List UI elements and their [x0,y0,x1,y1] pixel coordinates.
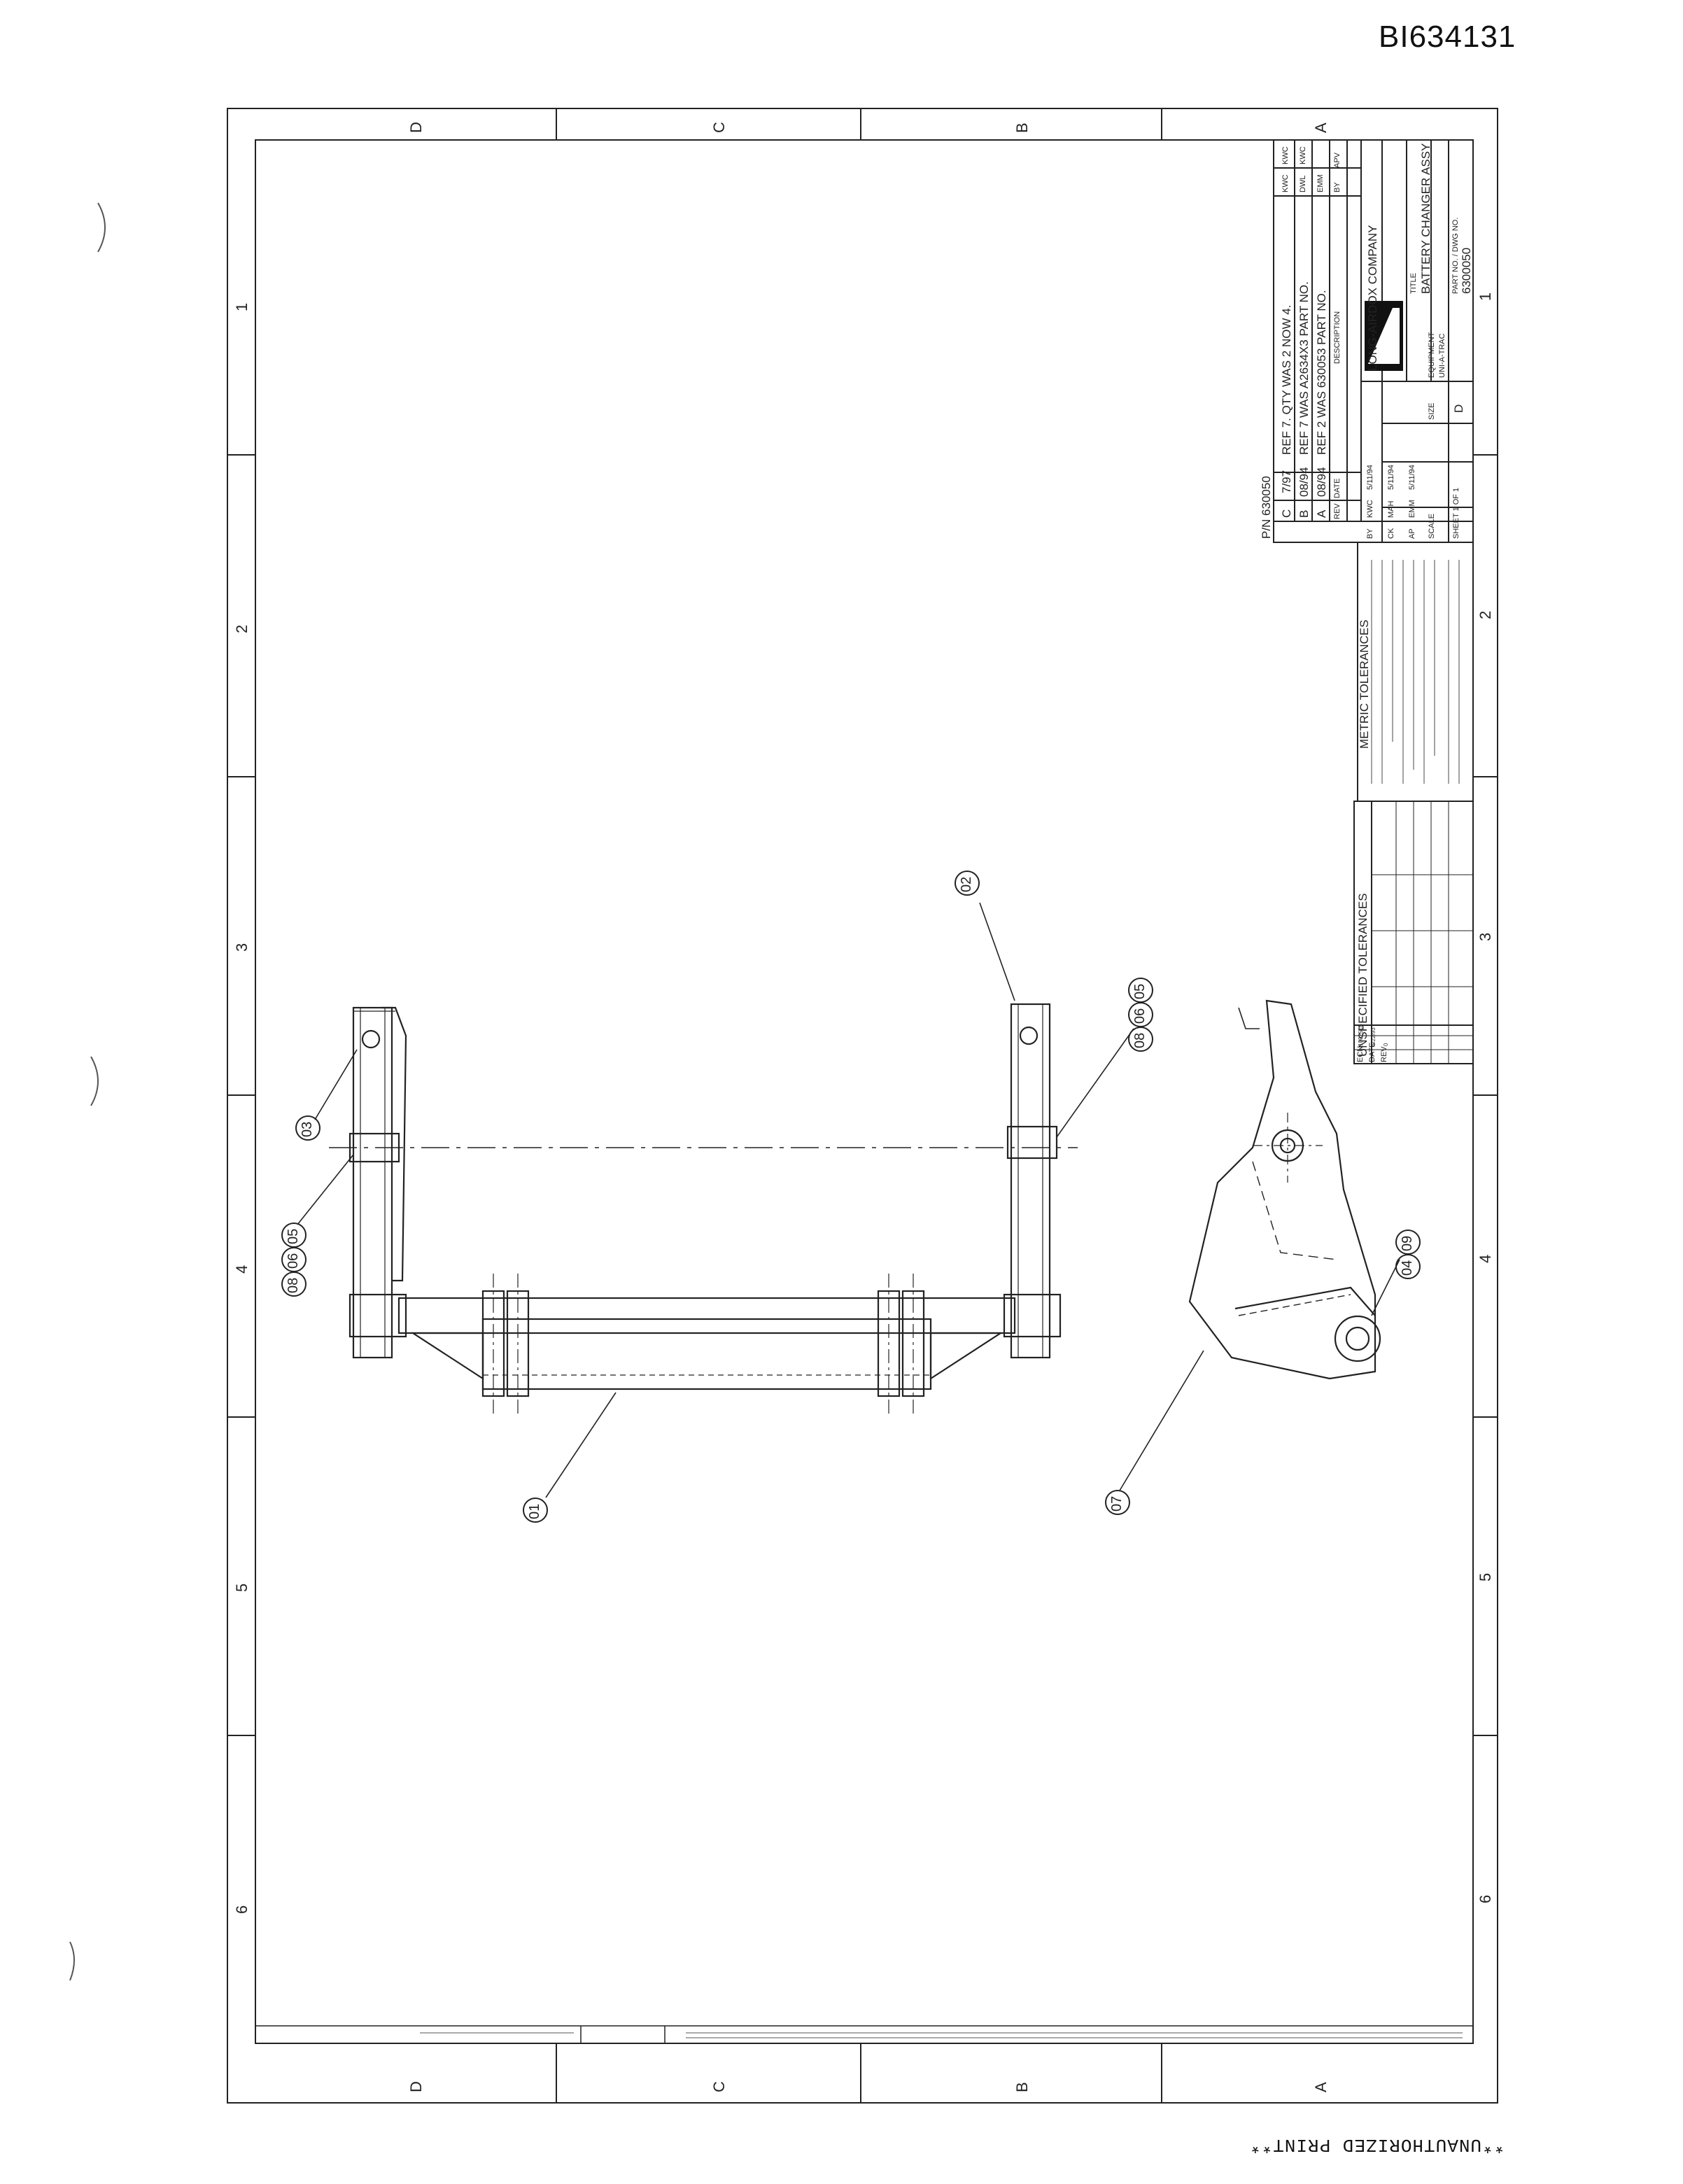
zone-3-left: 3 [233,943,251,952]
zone-2-right: 2 [1477,610,1494,619]
approval-by-role: BY [1366,528,1374,539]
balloon-left-06: 06 [286,1253,301,1269]
balloon-left-05: 05 [286,1228,301,1244]
balloon-04: 04 [1400,1260,1415,1276]
zone-4-right: 4 [1477,1254,1494,1263]
rev-a-letter: A [1315,509,1328,518]
size-value: D [1452,404,1465,413]
rev-c-description: REF 7. QTY WAS 2 NOW 4. [1280,304,1293,455]
title-label: TITLE [1409,273,1418,294]
scale-label: SCALE [1428,513,1436,539]
zone-2-left: 2 [233,624,251,633]
zone-a-bottom: A [1312,2082,1330,2092]
zone-1-right: 1 [1477,292,1494,301]
part-dwg-label: PART NO. / DWG NO. [1451,217,1460,294]
side-view [1119,999,1400,1491]
approval-ap-initials: EMM [1408,500,1416,518]
rev-b-by: DWL [1299,175,1307,192]
zone-6-left: 6 [233,1905,251,1914]
zone-5-right: 5 [1477,1572,1494,1581]
rev-c-date: 7/97 [1280,470,1293,493]
part-number-label: P/N 630050 [1260,476,1273,539]
rev-header-by: BY [1333,182,1342,192]
front-view [297,902,1134,1498]
balloon-07: 07 [1109,1495,1125,1512]
zone-6-right: 6 [1477,1894,1494,1903]
rev-b-description: REF 7 WAS A2634X3 PART NO. [1297,281,1311,455]
approval-ap-role: AP [1408,528,1416,539]
document-id: BI634131 [1379,20,1516,54]
rev-c-ck: KWC [1281,146,1290,164]
zone-1-left: 1 [233,302,251,311]
balloon-01: 01 [527,1503,542,1519]
rev-a-description: REF 2 WAS 630053 PART NO. [1315,290,1328,455]
ecn-header-rev: REV [1380,1046,1388,1062]
rev-header-apv: APV [1333,152,1342,168]
part-dwg-number: 6300050 [1460,247,1473,294]
zone-c-top: C [710,122,728,133]
metric-tolerances-title: METRIC TOLERANCES [1358,619,1371,749]
outer-border [227,108,1498,2104]
approval-ap-date: 5/11/94 [1408,465,1416,490]
balloon-09: 09 [1400,1235,1415,1251]
zone-b-bottom: B [1013,2082,1031,2092]
rev-b-ck: KWC [1299,146,1307,164]
rev-c-by: KWC [1281,174,1290,192]
zone-d-top: D [407,122,425,133]
approval-by-initials: KWC [1366,500,1374,518]
unauthorized-print-note: **UNAUTHORIZED PRINT** [1249,2134,1505,2155]
rev-header-description: DESCRIPTION [1333,311,1342,364]
balloon-left-08: 08 [286,1277,301,1293]
ecn-row-date: 5/22/93 [1370,1027,1376,1046]
rev-b-date: 08/94 [1297,467,1311,497]
company-name: LONG-AIRDOX COMPANY [1366,225,1379,371]
equipment-value: UNI-A-TRAC [1438,333,1446,378]
equipment-label: EQUIPMENT [1428,332,1436,378]
zone-3-right: 3 [1477,932,1494,941]
zone-a-top: A [1312,122,1330,133]
approval-ck-initials: MAH [1387,500,1395,518]
ecn-header-no: ECN [1356,1045,1365,1062]
balloon-right-08: 08 [1132,1032,1148,1048]
size-label: SIZE [1428,402,1436,420]
sheet-number: SHEET 1 OF 1 [1452,487,1460,539]
rev-a-by: EMM [1316,174,1325,192]
ecn-row-rev: 0 [1383,1043,1389,1046]
rev-c-letter: C [1280,509,1293,518]
approval-by-date: 5/11/94 [1366,465,1374,490]
approval-ck-date: 5/11/94 [1387,465,1395,490]
zone-c-bottom: C [710,2081,728,2092]
balloon-03: 03 [300,1121,315,1137]
zone-b-top: B [1013,122,1031,133]
drawing-title: BATTERY CHANGER ASSY [1419,143,1432,294]
rev-header-rev: REV [1333,503,1342,519]
zone-4-left: 4 [233,1264,251,1274]
approval-ck-role: CK [1387,528,1395,539]
rev-header-date: DATE [1333,478,1342,498]
balloon-02: 02 [959,876,974,892]
balloon-right-06: 06 [1132,1008,1148,1024]
rev-a-date: 08/94 [1315,467,1328,497]
zone-5-left: 5 [233,1583,251,1592]
zone-d-bottom: D [407,2081,425,2092]
ecn-row-number: 1002518 [1358,1024,1364,1046]
balloon-right-05: 05 [1132,983,1148,999]
rev-b-letter: B [1297,509,1311,518]
